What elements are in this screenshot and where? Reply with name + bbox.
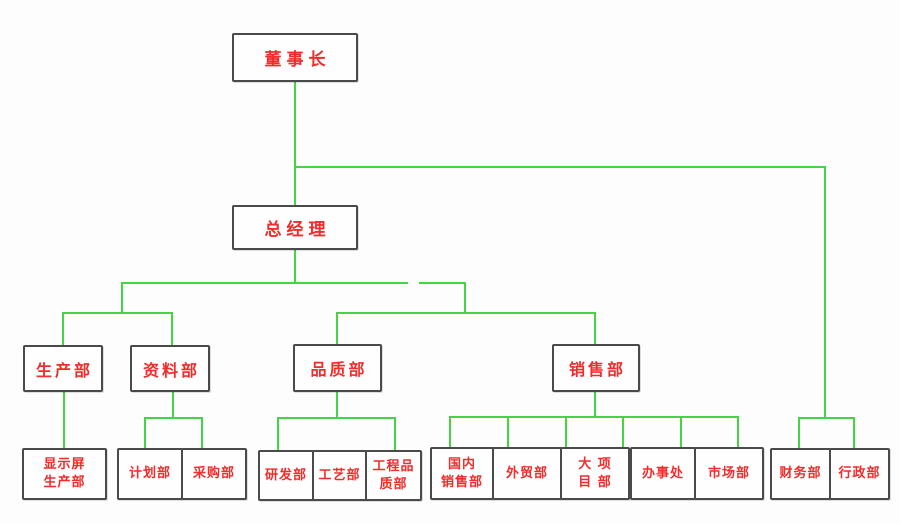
connector-rnd-stub <box>277 417 279 450</box>
org-node-planning: 计划部 <box>117 448 183 500</box>
connector-sales-down <box>594 392 596 418</box>
connector-finance-stub <box>798 417 800 448</box>
org-node-display-production: 显示屏 生产部 <box>22 448 107 500</box>
org-node-marketing: 市场部 <box>694 447 764 500</box>
connector-tier2b-bar <box>336 312 596 314</box>
connector-tier1-right-drop <box>464 282 466 314</box>
connector-chairman-gm <box>294 82 296 205</box>
connector-sales-tooth-4 <box>622 416 624 447</box>
org-node-admin: 行政部 <box>829 448 890 500</box>
connector-production-stub <box>62 312 64 345</box>
connector-materials-stub <box>171 312 173 345</box>
org-node-materials: 资料部 <box>130 345 210 392</box>
connector-tier2a-bar <box>62 312 173 314</box>
org-node-process: 工艺部 <box>312 450 367 501</box>
org-node-production: 生产部 <box>23 345 103 392</box>
org-node-rnd: 研发部 <box>258 450 314 501</box>
connector-sales-tooth-3 <box>565 416 567 447</box>
connector-chairman-right <box>294 166 826 168</box>
connector-quality-down <box>336 392 338 419</box>
connector-finance-group-bar <box>798 417 855 419</box>
connector-sales-tooth-2 <box>507 416 509 447</box>
org-node-eng-quality: 工程品 质部 <box>365 450 422 501</box>
org-node-purchasing: 采购部 <box>181 448 247 500</box>
org-node-quality: 品质部 <box>293 344 382 392</box>
connector-purchasing-stub <box>201 417 203 448</box>
connector-production-child <box>63 392 65 448</box>
org-node-sales: 销售部 <box>552 344 640 392</box>
connector-admin-stub <box>853 417 855 448</box>
connector-planning-stub <box>144 417 146 448</box>
connector-tier1-left-drop <box>121 282 123 314</box>
connector-sales-tooth-6 <box>737 416 739 447</box>
org-node-major-projects: 大 项 目 部 <box>560 447 630 500</box>
connector-engquality-stub <box>394 417 396 450</box>
connector-gm-down <box>294 250 296 284</box>
connector-tier1-bar-left <box>121 282 408 284</box>
connector-tier1-bar-right <box>419 282 466 284</box>
connector-materials-bar <box>144 417 203 419</box>
connector-right-drop <box>824 166 826 418</box>
org-node-foreign-trade: 外贸部 <box>492 447 562 500</box>
org-node-office: 办事处 <box>630 447 696 500</box>
connector-sales-tooth-5 <box>680 416 682 447</box>
connector-materials-down <box>172 392 174 419</box>
org-node-finance: 财务部 <box>770 448 831 500</box>
connector-quality-stub <box>336 312 338 344</box>
connector-sales-bar <box>449 416 739 418</box>
org-node-chairman: 董事长 <box>232 33 358 82</box>
org-node-general-manager: 总经理 <box>232 205 358 250</box>
connector-sales-tooth-1 <box>449 416 451 447</box>
connector-quality-bar <box>277 417 396 419</box>
connector-sales-stub <box>594 312 596 344</box>
org-node-domestic-sales: 国内 销售部 <box>430 447 494 500</box>
